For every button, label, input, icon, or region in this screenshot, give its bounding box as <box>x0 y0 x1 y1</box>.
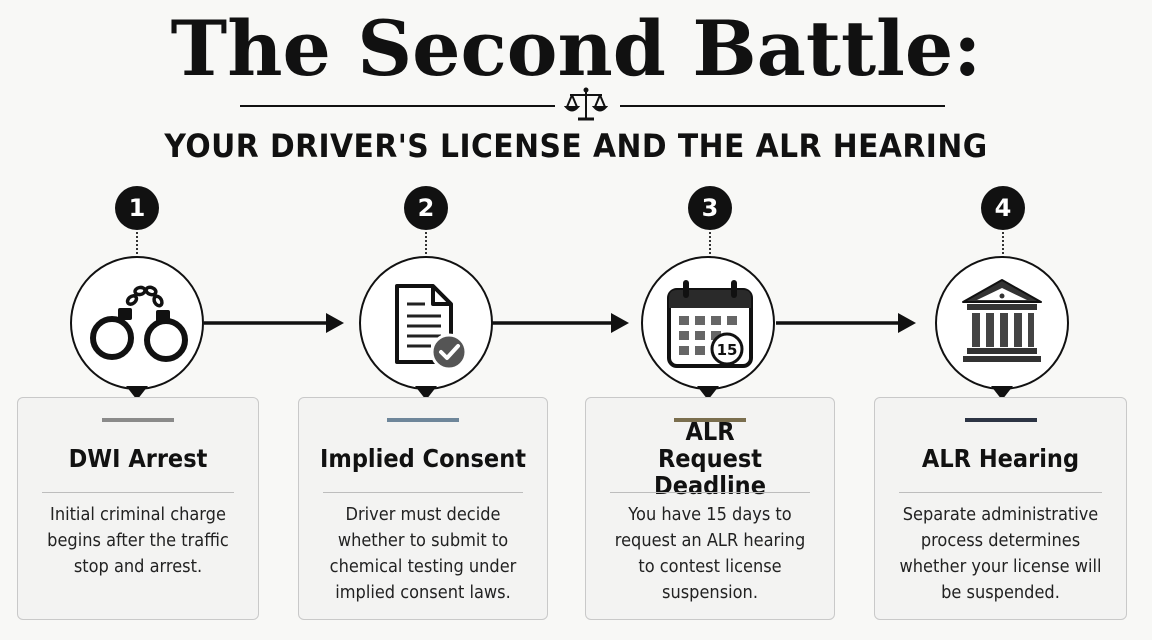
card-divider <box>42 492 234 493</box>
card-title: Implied Consent <box>320 443 526 473</box>
step-card-2: Implied Consent Driver must decide wheth… <box>298 397 548 620</box>
card-description: You have 15 days to request an ALR heari… <box>614 504 806 603</box>
page-subtitle: YOUR DRIVER'S LICENSE AND THE ALR HEARIN… <box>164 127 988 165</box>
courthouse-icon <box>962 279 1042 362</box>
card-accent-bar <box>102 418 174 422</box>
handcuffs-icon <box>90 285 188 362</box>
step-1-connector <box>136 232 138 258</box>
step-card-1: DWI Arrest Initial criminal charge begin… <box>17 397 259 620</box>
step-1-icon-circle <box>70 256 204 390</box>
step-card-3: ALR Request Deadline You have 15 days to… <box>585 397 835 620</box>
step-4-icon-circle <box>935 256 1069 390</box>
step-4-connector <box>1002 232 1004 258</box>
document-check-icon <box>395 284 468 371</box>
step-1-number: 1 <box>115 186 159 230</box>
card-description: Initial criminal charge begins after the… <box>47 504 229 577</box>
step-3-connector <box>709 232 711 258</box>
arrow-right-icon <box>204 313 344 333</box>
card-description: Driver must decide whether to submit to … <box>329 504 517 603</box>
step-2-connector <box>425 232 427 258</box>
calendar-icon: 15 <box>667 280 753 368</box>
step-card-4: ALR Hearing Separate administrative proc… <box>874 397 1127 620</box>
arrow-right-icon <box>491 313 629 333</box>
card-accent-bar <box>387 418 459 422</box>
card-divider <box>899 492 1102 493</box>
arrow-right-icon <box>776 313 916 333</box>
card-title: ALR Hearing <box>921 443 1080 473</box>
step-4-number: 4 <box>981 186 1025 230</box>
step-3-number: 3 <box>688 186 732 230</box>
title-rule-right <box>620 105 945 107</box>
step-2-pointer <box>415 386 437 400</box>
step-4-pointer <box>991 386 1013 400</box>
card-title: ALR Request Deadline <box>654 416 766 500</box>
card-title: DWI Arrest <box>68 443 208 473</box>
title-rule-left <box>240 105 555 107</box>
step-2-icon-circle <box>359 256 493 390</box>
calendar-day-label: 15 <box>717 341 738 359</box>
card-accent-bar <box>674 418 746 422</box>
step-3-pointer <box>697 386 719 400</box>
step-2-number: 2 <box>404 186 448 230</box>
card-divider <box>610 492 810 493</box>
step-3-icon-circle: 15 <box>641 256 775 390</box>
page-title: The Second Battle: <box>170 4 982 93</box>
scales-of-justice-icon <box>564 87 608 121</box>
card-accent-bar <box>964 418 1037 422</box>
card-description: Separate administrative process determin… <box>899 504 1102 603</box>
card-divider <box>323 492 523 493</box>
step-1-pointer <box>126 386 148 400</box>
